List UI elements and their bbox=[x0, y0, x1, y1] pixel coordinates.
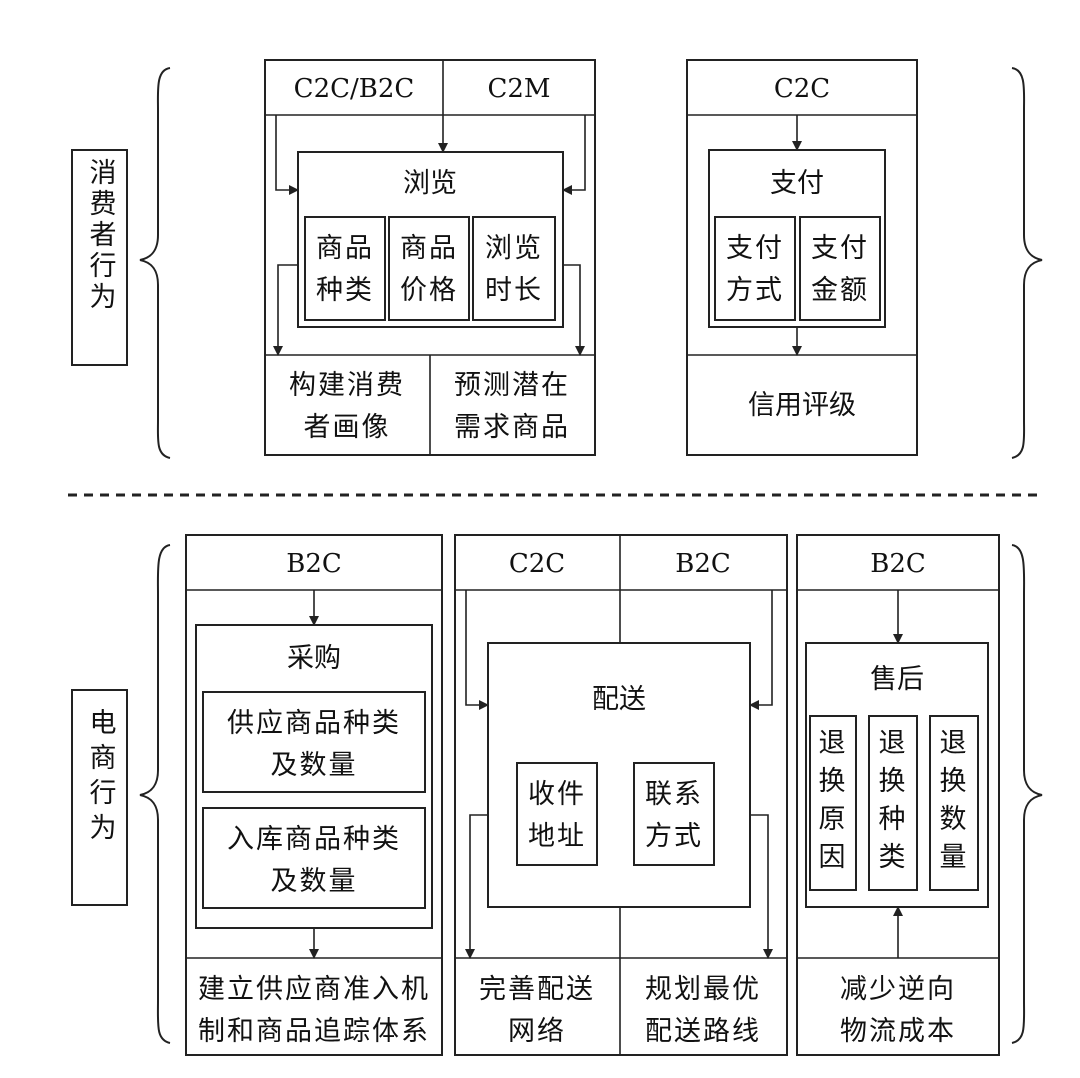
svg-text:构建消费者画像: 构建消费者画像 bbox=[289, 370, 405, 443]
browse-item-category: 商品种类 bbox=[316, 233, 374, 306]
arrow-browse-to-predict bbox=[563, 264, 585, 356]
ecommerce-right-brace bbox=[1011, 544, 1043, 1044]
consumer-left-brace bbox=[139, 67, 171, 459]
delivery-item-address: 收件地址 bbox=[528, 779, 586, 852]
aftersale-item-quantity: 退换数量 bbox=[940, 728, 969, 873]
svg-text:供应商品种类及数量: 供应商品种类及数量 bbox=[227, 708, 401, 781]
output-optimal-route: 规划最优配送路线 bbox=[645, 974, 761, 1047]
svg-text:减少逆向物流成本: 减少逆向物流成本 bbox=[840, 974, 956, 1047]
svg-text:支付金额: 支付金额 bbox=[811, 233, 869, 306]
arrow-b2c-to-browse bbox=[562, 115, 586, 195]
consumer-block2-header: C2C bbox=[774, 74, 830, 104]
browse-item-duration-box bbox=[472, 216, 556, 321]
output-consumer-portrait: 构建消费者画像 bbox=[289, 370, 405, 443]
consumer-block1-header-left: C2C/B2C bbox=[294, 74, 415, 104]
ecommerce-section: 电商行为 B2C 采购 供应商品种类及数量 入库商品种类及数量 建立供应商准入机… bbox=[71, 534, 1043, 1056]
browse-item-category-box bbox=[304, 216, 386, 321]
purchase-item-stock-box bbox=[202, 807, 426, 909]
consumer-right-brace bbox=[1011, 67, 1043, 459]
arrow-delivery-to-route bbox=[750, 814, 773, 959]
svg-text:入库商品种类及数量: 入库商品种类及数量 bbox=[227, 824, 401, 897]
output-reduce-reverse-logistics: 减少逆向物流成本 bbox=[840, 974, 956, 1047]
browse-title: 浏览 bbox=[403, 168, 457, 199]
delivery-item-address-box bbox=[516, 762, 598, 866]
ecommerce-block-aftersale: B2C 售后 退换原因 退换种类 退换数量 减少逆向物流成本 bbox=[796, 534, 1000, 1056]
aftersale-item-reason-box bbox=[809, 715, 857, 891]
ecommerce-block3-header: B2C bbox=[870, 549, 926, 579]
consumer-side-label: 消费者行为 bbox=[85, 158, 117, 313]
consumer-block-browse: C2C/B2C C2M 浏览 商品种类 商品价格 浏览时长 构建消费者画像 预测… bbox=[264, 59, 596, 456]
svg-text:浏览时长: 浏览时长 bbox=[485, 233, 543, 306]
arrow-browse-to-portrait bbox=[273, 264, 298, 356]
ecommerce-block2-header-left: C2C bbox=[509, 549, 565, 579]
aftersale-item-quantity-box bbox=[929, 715, 979, 891]
output-delivery-network: 完善配送网络 bbox=[479, 974, 595, 1047]
browse-item-duration: 浏览时长 bbox=[485, 233, 543, 306]
pay-title: 支付 bbox=[770, 168, 824, 199]
svg-text:商品价格: 商品价格 bbox=[400, 233, 458, 306]
output-predict-demand: 预测潜在需求商品 bbox=[454, 370, 570, 443]
arrow-delivery-to-network bbox=[465, 814, 488, 959]
arrow-c2c-to-delivery bbox=[465, 590, 489, 710]
pay-item-amount-box bbox=[799, 216, 881, 321]
ecommerce-block1-header: B2C bbox=[286, 549, 342, 579]
svg-text:退换原因: 退换原因 bbox=[819, 728, 848, 873]
consumer-block-pay: C2C 支付 支付方式 支付金额 信用评级 bbox=[686, 59, 918, 456]
browse-item-price: 商品价格 bbox=[400, 233, 458, 306]
svg-text:联系方式: 联系方式 bbox=[645, 779, 703, 852]
svg-text:商品种类: 商品种类 bbox=[316, 233, 374, 306]
svg-text:完善配送网络: 完善配送网络 bbox=[479, 974, 595, 1047]
purchase-item-supply: 供应商品种类及数量 bbox=[227, 708, 401, 781]
svg-text:建立供应商准入机制和商品追踪体系: 建立供应商准入机制和商品追踪体系 bbox=[198, 974, 430, 1047]
consumer-block1-header-right: C2M bbox=[487, 74, 550, 104]
svg-text:规划最优配送路线: 规划最优配送路线 bbox=[645, 974, 761, 1047]
ecommerce-block-purchase: B2C 采购 供应商品种类及数量 入库商品种类及数量 建立供应商准入机制和商品追… bbox=[185, 534, 443, 1056]
svg-text:支付方式: 支付方式 bbox=[726, 233, 784, 306]
consumer-side-label-box bbox=[71, 149, 128, 366]
svg-text:退换数量: 退换数量 bbox=[940, 728, 969, 873]
ecommerce-side-label-box bbox=[71, 689, 128, 906]
purchase-item-supply-box bbox=[202, 691, 426, 793]
svg-text:收件地址: 收件地址 bbox=[528, 779, 586, 852]
ecommerce-block-delivery: C2C B2C 配送 收件地址 联系方式 完善配送网络 规划最优配送路线 bbox=[454, 534, 788, 1056]
svg-text:退换种类: 退换种类 bbox=[879, 728, 908, 873]
svg-text:预测潜在需求商品: 预测潜在需求商品 bbox=[454, 370, 570, 443]
pay-item-method: 支付方式 bbox=[726, 233, 784, 306]
purchase-title: 采购 bbox=[287, 643, 341, 674]
output-credit-rating: 信用评级 bbox=[748, 390, 856, 421]
aftersale-title: 售后 bbox=[870, 664, 924, 695]
aftersale-item-reason: 退换原因 bbox=[819, 728, 848, 873]
pay-item-amount: 支付金额 bbox=[811, 233, 869, 306]
delivery-title: 配送 bbox=[592, 684, 646, 715]
browse-item-price-box bbox=[388, 216, 470, 321]
delivery-item-contact: 联系方式 bbox=[645, 779, 703, 852]
ecommerce-block2-header-right: B2C bbox=[675, 549, 731, 579]
arrow-c2c-to-browse bbox=[275, 115, 299, 195]
pay-item-method-box bbox=[714, 216, 796, 321]
delivery-item-contact-box bbox=[633, 762, 715, 866]
output-supplier-system: 建立供应商准入机制和商品追踪体系 bbox=[198, 974, 430, 1047]
ecommerce-left-brace bbox=[139, 544, 171, 1044]
ecommerce-side-label: 电商行为 bbox=[85, 708, 117, 848]
purchase-item-stock: 入库商品种类及数量 bbox=[227, 824, 401, 897]
aftersale-item-type: 退换种类 bbox=[879, 728, 908, 873]
consumer-section: 消费者行为 C2C/B2C C2M 浏览 商品种类 商品价格 浏览时长 bbox=[71, 59, 1043, 459]
arrow-b2c-to-delivery bbox=[749, 590, 773, 710]
aftersale-item-type-box bbox=[868, 715, 918, 891]
